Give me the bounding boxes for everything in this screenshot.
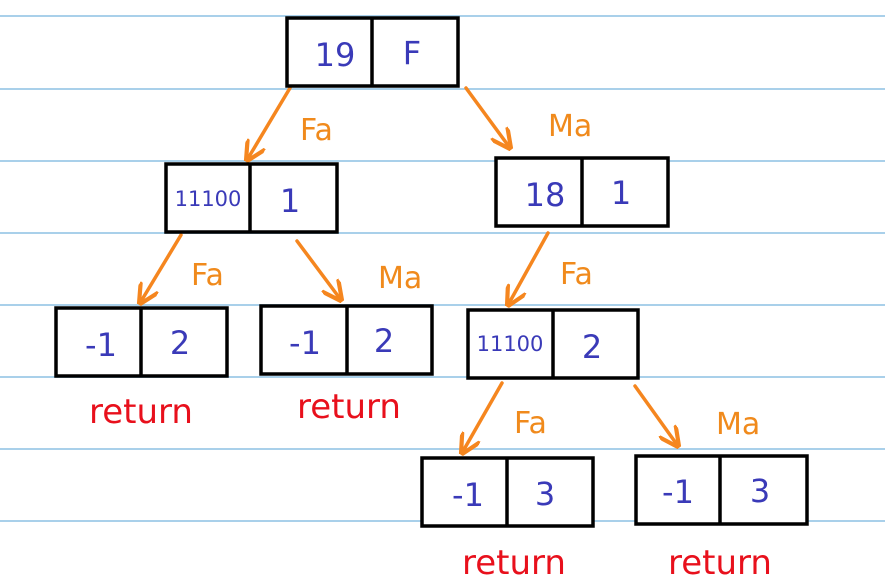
- edge-arrow-n2-n5: [508, 231, 550, 305]
- node-right-value: 2: [170, 324, 190, 362]
- edge-arrow-n1-n3: [140, 233, 183, 303]
- node-right-value: F: [403, 34, 421, 72]
- edge-arrow-n5-n7: [633, 384, 678, 446]
- node-right-value: 3: [750, 472, 770, 510]
- node-left-value: -1: [289, 324, 321, 362]
- node-right-value: 3: [535, 475, 555, 513]
- edge-label-n2-n5: Fa: [560, 257, 593, 292]
- edge-label-n5-n6: Fa: [514, 406, 547, 441]
- return-labels: return return return return: [89, 387, 772, 583]
- edge-arrow-root-n2: [464, 86, 510, 148]
- edge-labels: Fa Ma Fa Ma Fa Fa Ma: [191, 109, 760, 442]
- node-right-value: 1: [611, 174, 631, 212]
- edges: [140, 86, 678, 453]
- node-right-value: 1: [280, 182, 300, 220]
- tree-node-root: 19 F: [285, 16, 460, 88]
- return-label-n4: return: [297, 387, 401, 427]
- edge-arrow-n1-n4: [295, 239, 341, 300]
- node-left-value: 18: [525, 176, 566, 214]
- edge-arrow-root-n1: [247, 86, 292, 160]
- node-left-value: -1: [662, 473, 694, 511]
- ruled-lines: [0, 15, 885, 522]
- edge-label-n5-n7: Ma: [716, 407, 760, 442]
- tree-node-n7: -1 3: [634, 454, 809, 526]
- node-left-value: -1: [452, 476, 484, 514]
- return-label-n7: return: [668, 543, 772, 583]
- tree-node-n5: 11100 2: [466, 308, 640, 380]
- tree-node-n6: -1 3: [420, 456, 595, 528]
- tree-node-n4: -1 2: [259, 304, 434, 376]
- tree-node-n1: 11100 1: [164, 162, 339, 234]
- edge-label-root-n1: Fa: [300, 113, 333, 148]
- node-left-value: 19: [315, 36, 356, 74]
- return-label-n6: return: [462, 543, 566, 583]
- tree-node-n2: 18 1: [494, 156, 670, 228]
- edge-arrow-n5-n6: [462, 381, 504, 453]
- node-left-value: 11100: [175, 187, 242, 211]
- node-left-value: -1: [85, 326, 117, 364]
- tree-node-n3: -1 2: [54, 306, 229, 378]
- node-right-value: 2: [374, 322, 394, 360]
- node-right-value: 2: [582, 328, 602, 366]
- edge-label-n1-n3: Fa: [191, 258, 224, 293]
- node-left-value: 11100: [477, 332, 544, 356]
- edge-label-n1-n4: Ma: [378, 261, 422, 296]
- edge-label-root-n2: Ma: [548, 109, 592, 144]
- return-label-n3: return: [89, 392, 193, 432]
